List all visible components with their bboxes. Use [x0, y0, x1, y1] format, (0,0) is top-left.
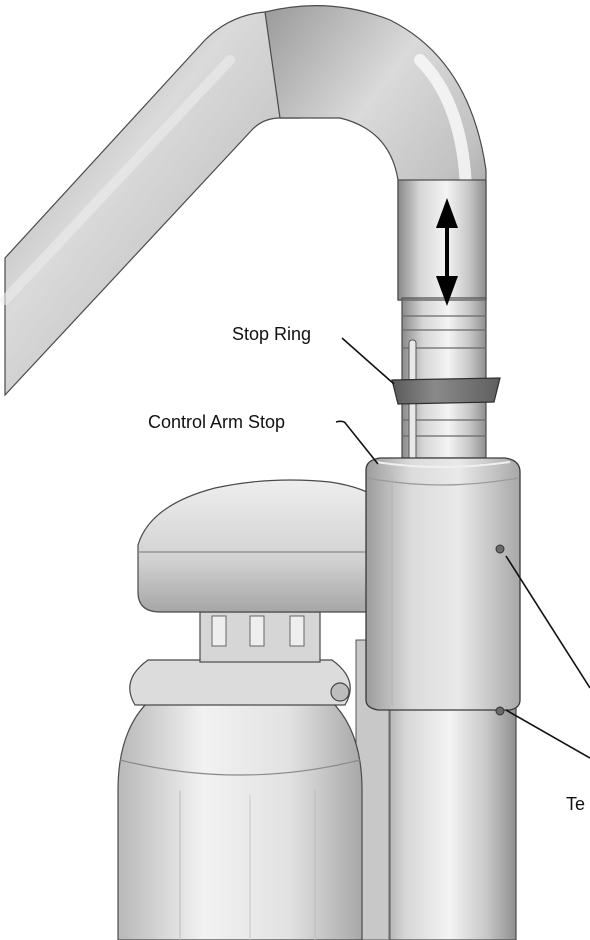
- control-arm-stop-collar: [365, 457, 521, 716]
- stop-ring-leader: [341, 337, 395, 385]
- double-headed-vertical-arrow-icon: [436, 198, 458, 306]
- bottle: [117, 659, 363, 940]
- control-arm-stop-leader: [335, 420, 379, 465]
- te-upper-leader: [505, 555, 590, 689]
- callout-leaders: [335, 337, 590, 759]
- bottle-cap: [137, 479, 387, 613]
- stop-ring-label: Stop Ring: [232, 324, 311, 344]
- control-arm-stop-label: Control Arm Stop: [148, 412, 285, 432]
- te-partial-label: Te: [566, 794, 585, 814]
- cap-connector: [199, 611, 321, 663]
- stop-ring: [391, 377, 501, 405]
- te-lower-leader: [505, 709, 590, 759]
